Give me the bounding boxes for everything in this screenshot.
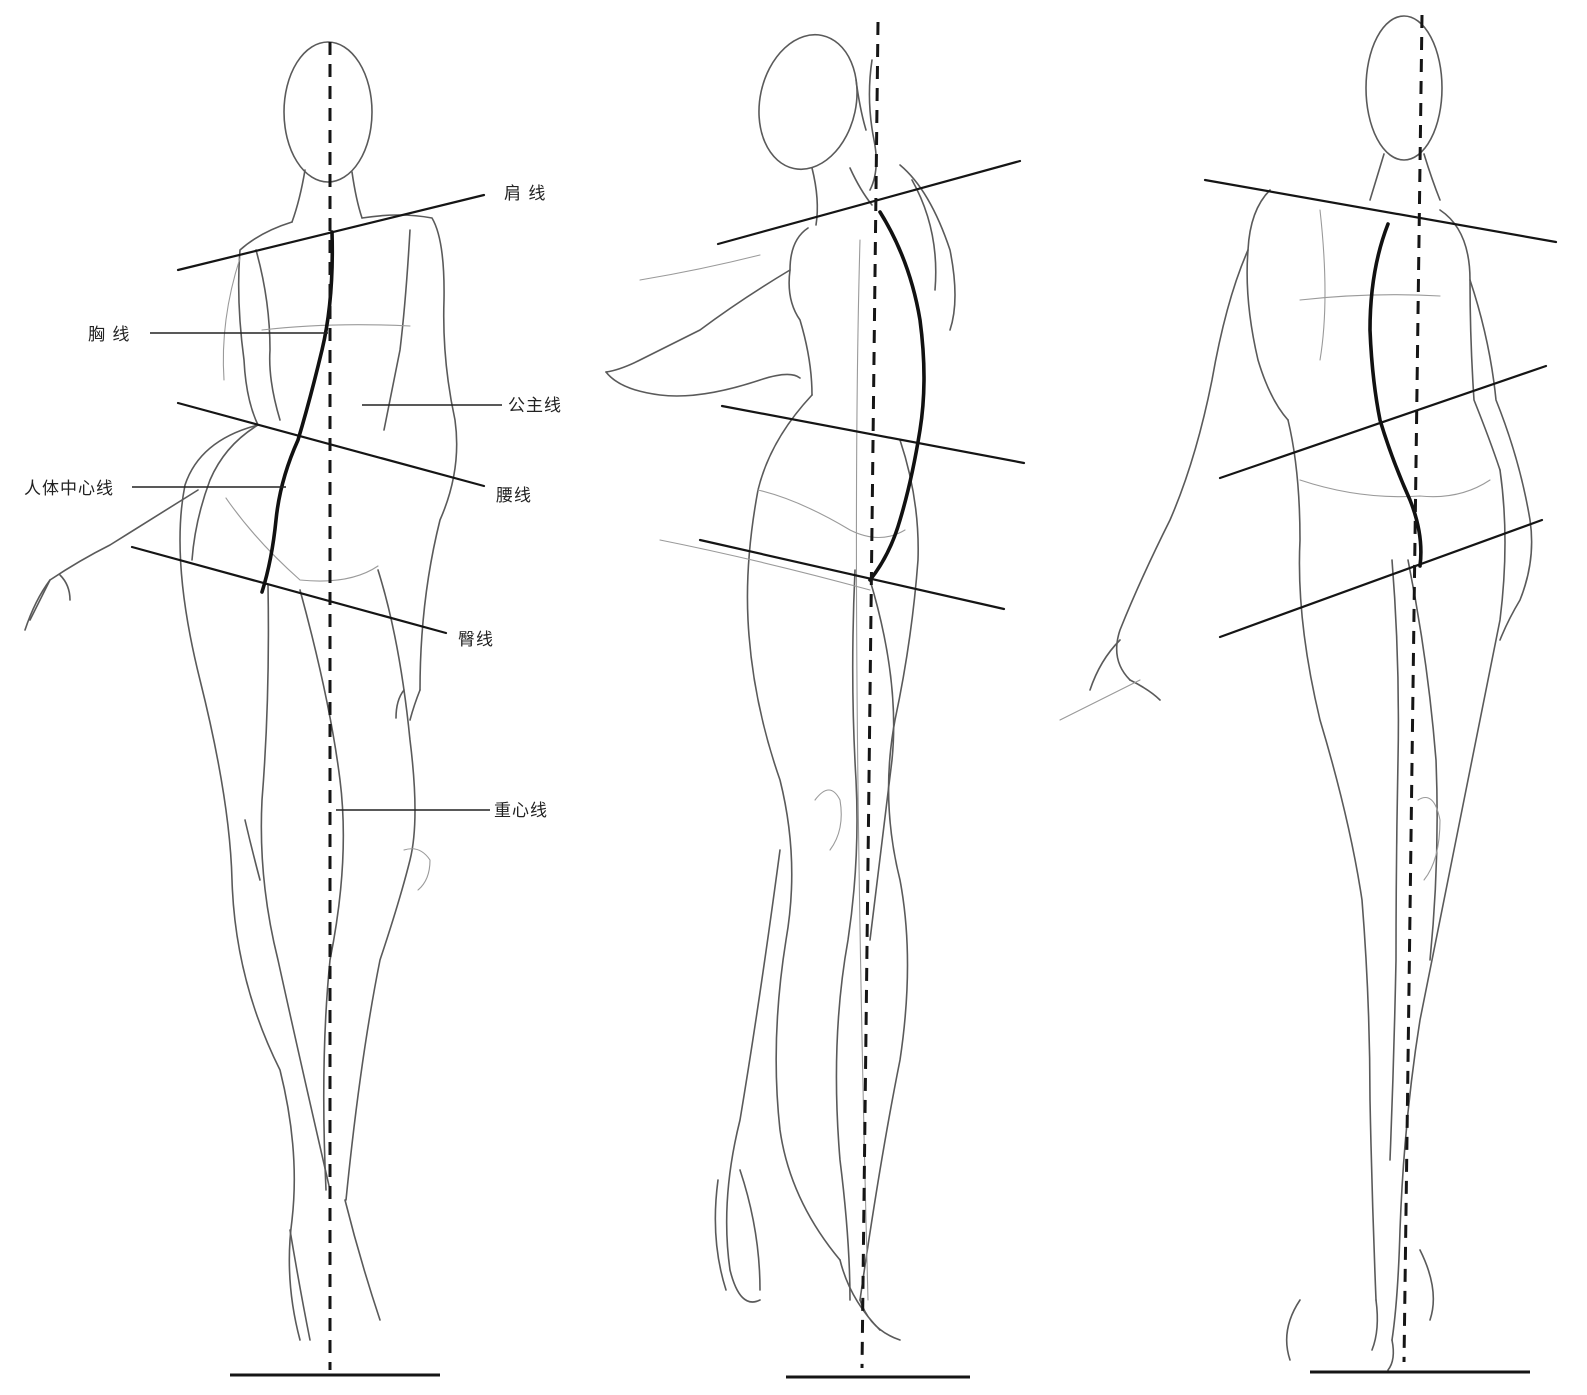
twisted-pose-figure (606, 22, 1024, 1377)
figure-3-body-center-line (1370, 224, 1421, 566)
figure-2-shoulder-line (718, 161, 1020, 244)
walking-pose-figure (1060, 15, 1556, 1372)
figure-1-sketch (25, 42, 457, 1340)
figure-2-hip-line (700, 540, 1004, 609)
figure-3-sketch (1060, 16, 1532, 1370)
figure-2-waist-line (722, 406, 1024, 463)
waist-line-label: 腰线 (496, 486, 532, 506)
gravity-line-label: 重心线 (494, 801, 548, 821)
figure-2-gravity-line (862, 22, 878, 1368)
figure-1-body-center-line (262, 232, 332, 592)
front-pose-figure: 肩 线 胸 线 公主线 人体中心线 腰线 臀线 重心线 (24, 42, 562, 1375)
hip-line-label: 臀线 (458, 630, 494, 650)
princess-line-label: 公主线 (508, 396, 562, 416)
figure-3-hip-line (1220, 520, 1542, 637)
figure-3-shoulder-line (1205, 180, 1556, 242)
body-center-line-label: 人体中心线 (24, 479, 114, 499)
chest-line-label: 胸 线 (88, 325, 130, 345)
figure-1-hip-line (132, 547, 446, 633)
shoulder-line-label: 肩 线 (504, 184, 546, 204)
figure-2-sketch (606, 26, 955, 1340)
figure-2-body-center-line (870, 212, 924, 580)
